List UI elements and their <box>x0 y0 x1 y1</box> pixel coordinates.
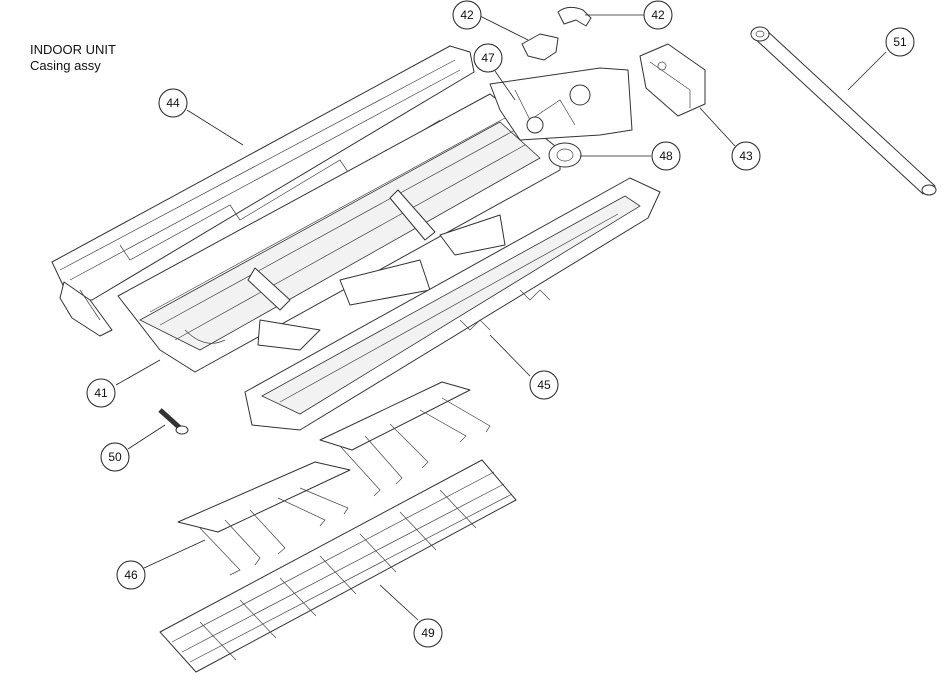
part-45-drain-pan <box>244 177 661 431</box>
svg-text:41: 41 <box>94 386 108 400</box>
callout-48: 48 <box>651 141 681 171</box>
svg-text:46: 46 <box>124 568 138 582</box>
svg-text:43: 43 <box>739 149 753 163</box>
callout-41: 41 <box>86 378 116 408</box>
diagram-title: INDOOR UNIT Casing assy <box>30 42 116 74</box>
svg-text:48: 48 <box>659 149 673 163</box>
svg-text:42: 42 <box>651 8 665 22</box>
part-42-clip-lower <box>521 33 559 61</box>
part-47-side-bracket <box>489 67 633 141</box>
part-46-louver-assembly <box>177 381 491 576</box>
part-48-motor <box>548 142 582 168</box>
part-42-clip-upper <box>557 6 592 27</box>
callout-47: 47 <box>473 43 503 73</box>
svg-text:49: 49 <box>421 626 435 640</box>
callout-49: 49 <box>413 618 443 648</box>
svg-text:45: 45 <box>537 378 551 392</box>
svg-text:44: 44 <box>166 96 180 110</box>
svg-text:42: 42 <box>460 8 474 22</box>
callout-44: 44 <box>158 88 188 118</box>
title-line-indoor-unit: INDOOR UNIT <box>30 42 116 57</box>
callout-50: 50 <box>100 442 130 472</box>
svg-text:50: 50 <box>108 450 122 464</box>
callout-45: 45 <box>529 370 559 400</box>
part-50-pin <box>158 408 189 435</box>
svg-text:47: 47 <box>481 51 495 65</box>
part-51-shaft <box>750 26 937 196</box>
callout-42-right: 42 <box>643 0 673 30</box>
part-43-right-bracket <box>639 43 706 117</box>
part-49-grille <box>159 459 517 673</box>
callout-46: 46 <box>116 560 146 590</box>
callout-42-left: 42 <box>452 0 482 30</box>
callout-51: 51 <box>885 27 915 57</box>
svg-text:51: 51 <box>893 35 907 49</box>
leader-lines <box>115 14 887 621</box>
part-41-main-casing <box>117 93 561 373</box>
title-line-casing-assy: Casing assy <box>30 58 101 73</box>
callout-43: 43 <box>731 141 761 171</box>
